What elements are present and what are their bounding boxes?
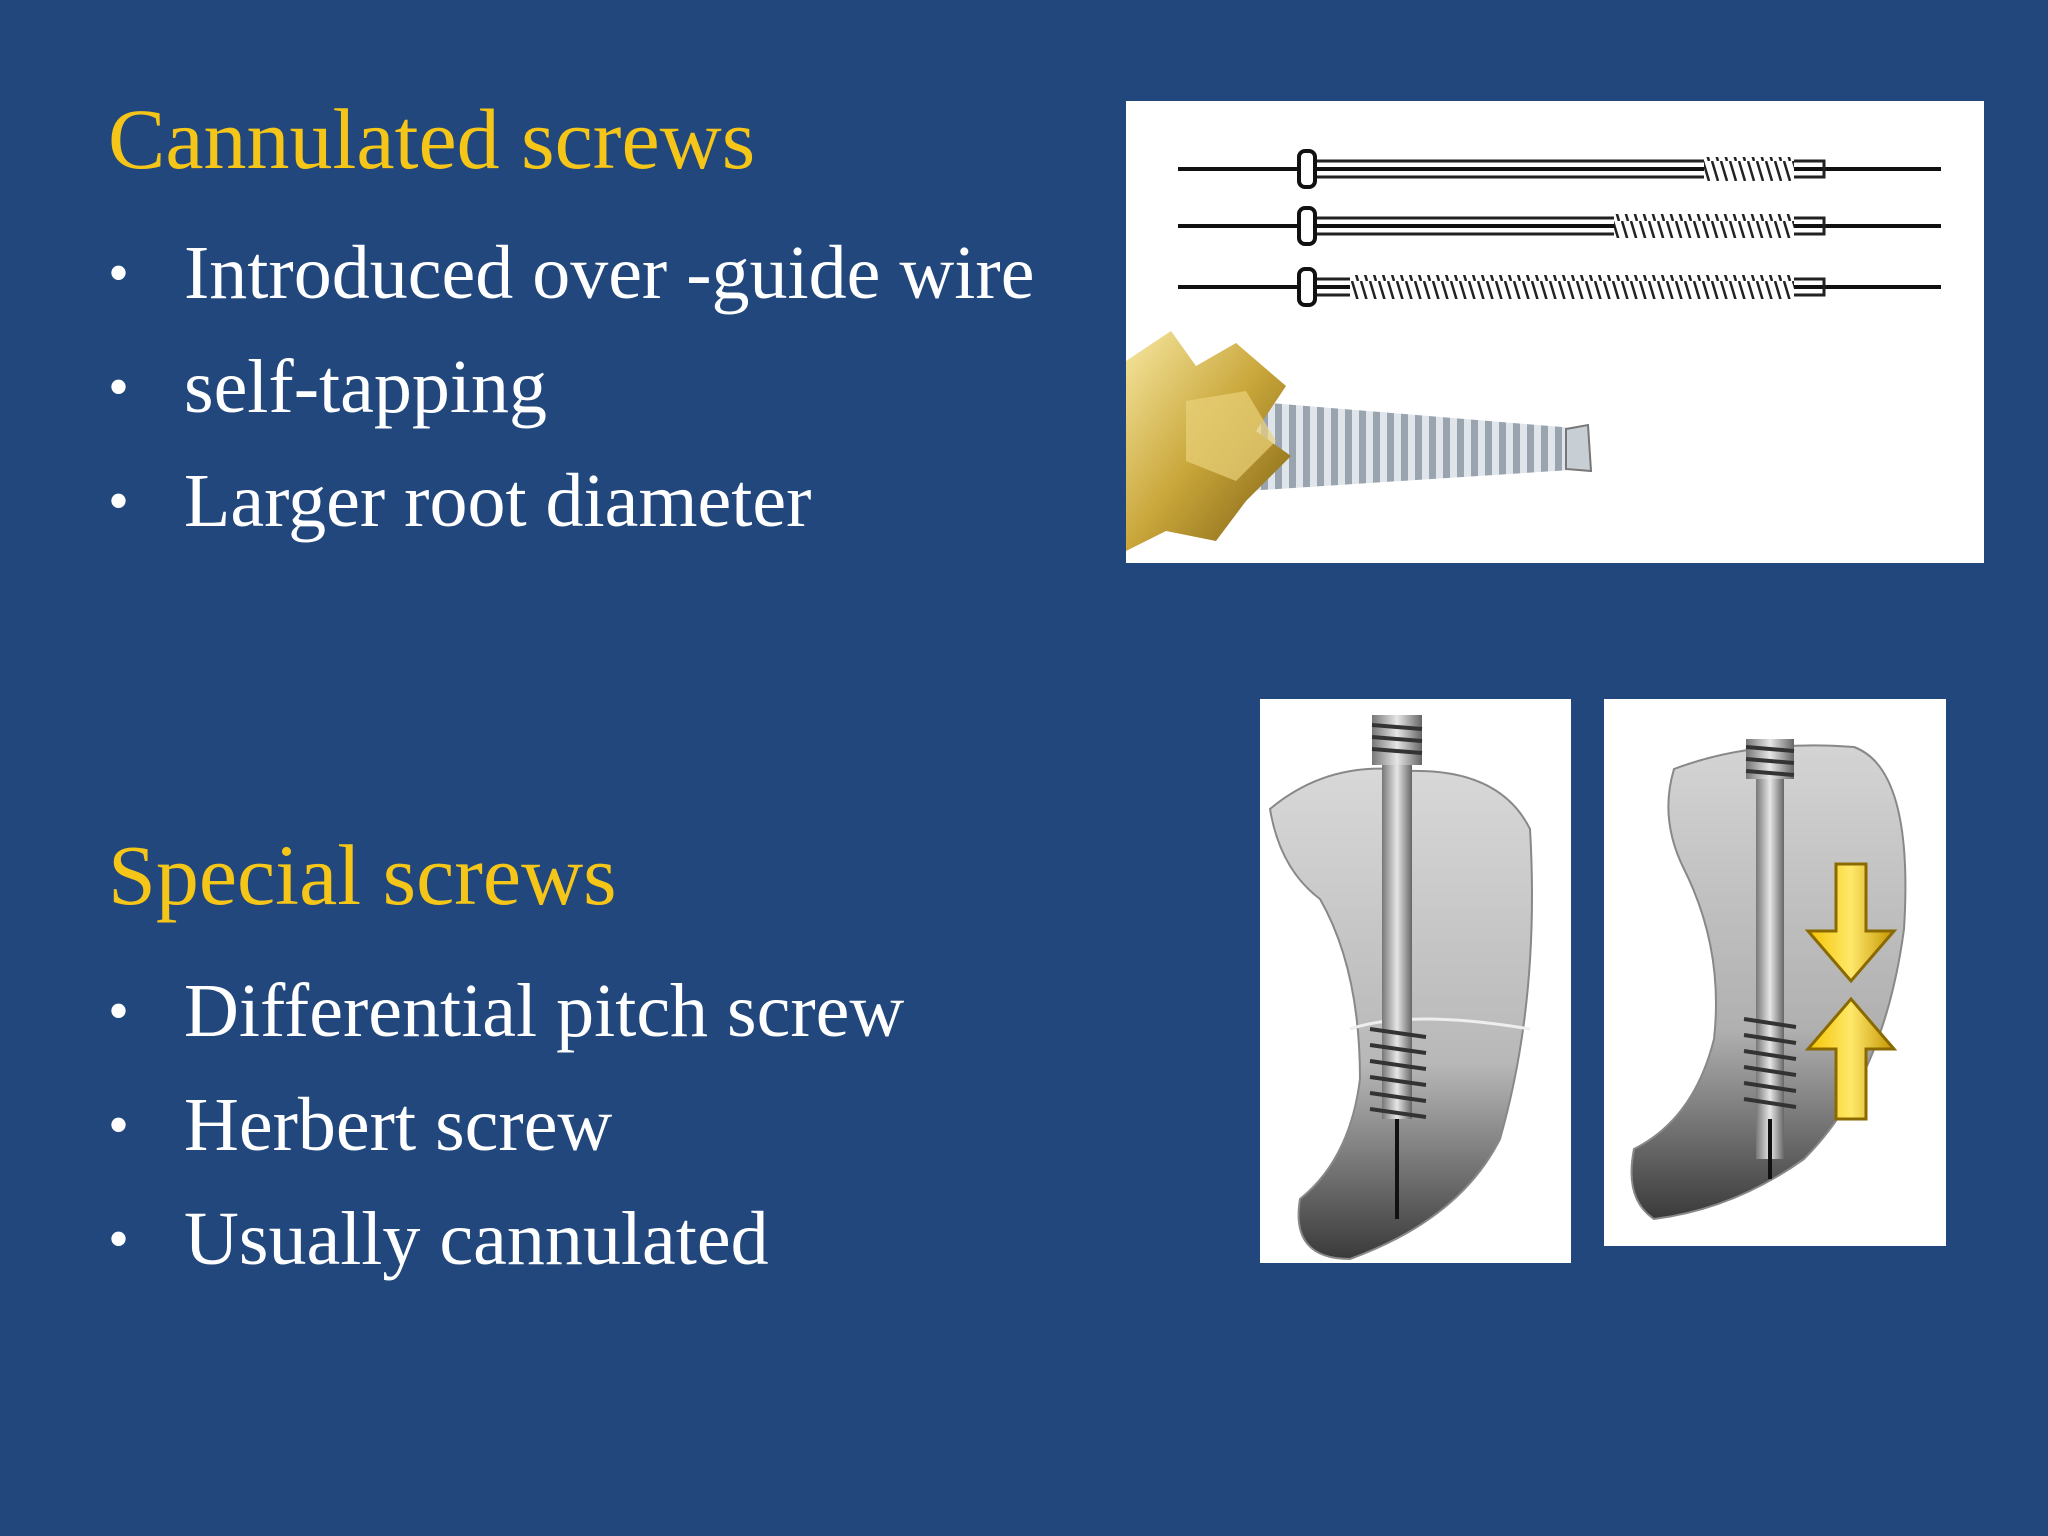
bullet-icon: • — [108, 1206, 130, 1272]
bone-screw-image — [1260, 699, 1571, 1263]
list-item: • Usually cannulated — [108, 1182, 904, 1296]
special-screws-title: Special screws — [108, 827, 617, 923]
bullet-icon: • — [108, 354, 130, 420]
list-item: • Larger root diameter — [108, 444, 1034, 558]
bullet-text: Larger root diameter — [184, 459, 812, 543]
bullet-text: Herbert screw — [184, 1083, 613, 1167]
cannulated-screws-title: Cannulated screws — [108, 91, 756, 187]
list-item: • Introduced over -guide wire — [108, 216, 1034, 330]
bullet-icon: • — [108, 978, 130, 1044]
cannulated-screws-image — [1126, 101, 1984, 563]
cannulated-screws-list: • Introduced over -guide wire • self-tappi… — [108, 216, 1034, 558]
list-item: • Differential pitch screw — [108, 954, 904, 1068]
bone-screw-compression-image — [1604, 699, 1946, 1246]
bullet-text: Introduced over -guide wire — [184, 231, 1035, 315]
bullet-icon: • — [108, 240, 130, 306]
bullet-text: Usually cannulated — [184, 1197, 769, 1281]
list-item: • self-tapping — [108, 330, 1034, 444]
bullet-icon: • — [108, 1092, 130, 1158]
bullet-icon: • — [108, 468, 130, 534]
bullet-text: self-tapping — [184, 345, 548, 429]
bullet-text: Differential pitch screw — [184, 969, 905, 1053]
list-item: • Herbert screw — [108, 1068, 904, 1182]
special-screws-list: • Differential pitch screw • Herbert screw… — [108, 954, 904, 1296]
